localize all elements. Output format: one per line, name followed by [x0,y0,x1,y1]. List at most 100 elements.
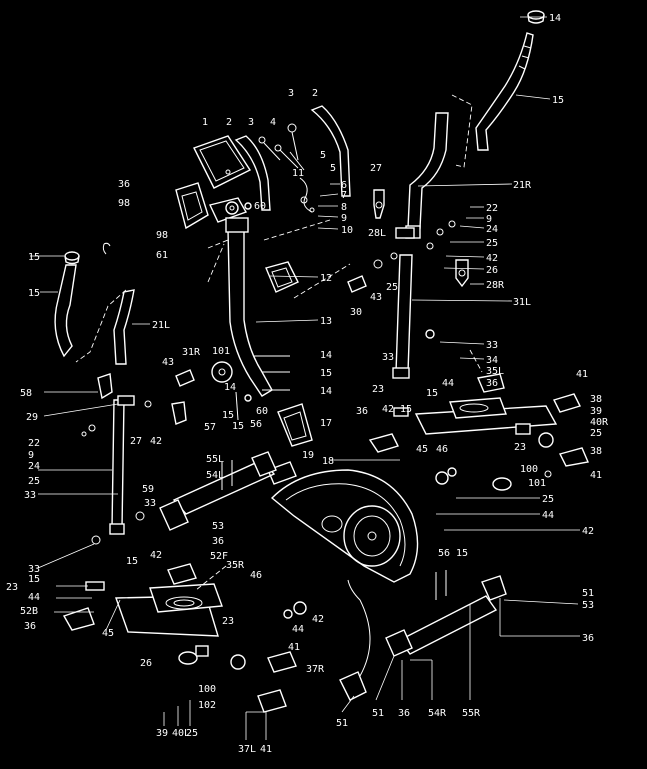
part-52B-rear-stabilizer [385,575,507,657]
callout-31R: 31L [513,297,531,308]
callout-53b: 56 [438,548,450,559]
callout-41c: 41 [288,642,300,653]
callout-30: 30 [350,307,362,318]
callout-50L: 52B [20,606,38,617]
callout-61: 101 [212,346,230,357]
callout-12: 12 [320,273,332,284]
callout-41b: 41 [590,470,602,481]
callout-27: 26 [486,265,498,276]
callout-9c: 9 [28,450,34,461]
callout-20b: 15 [28,288,40,299]
callout-25c: 25 [28,476,40,487]
part-12-clamp [265,261,299,293]
callout-36f: 36 [398,708,410,719]
callout-33c: 33 [486,340,498,351]
callout-5b: 5 [330,163,336,174]
callout-24b: 24 [28,461,40,472]
callout-36a: 36 [118,179,130,190]
callout-55R: 57 [204,422,216,433]
callout-21L: 21L [152,320,170,331]
callout-60a: 100 [520,464,538,475]
part-53-bolts [221,460,447,600]
part-18-link [267,461,297,485]
callout-33b: 33 [144,498,156,509]
part-16-cover [277,403,313,447]
callout-42d: 42 [150,550,162,561]
callout-59: 98 [118,198,130,209]
callout-23c: 23 [6,582,18,593]
callout-15f: 15 [456,548,468,559]
callout-15d: 15 [426,388,438,399]
callout-15g: 15 [126,556,138,567]
part-34-alignment [195,349,483,591]
callout-labels: 14 15 21R 31L 27 28R 22 9 24 25 42 26 28… [6,13,609,755]
callout-6: 6 [341,180,347,191]
callout-44: 43 [370,292,382,303]
callout-30b: 31R [182,347,201,358]
callout-39b: 40L [172,728,190,739]
callout-56b: 60 [256,406,268,417]
part-13-center-column [225,217,273,397]
callout-15a: 15 [320,368,332,379]
part-55-brackets [97,373,187,425]
callout-10: 10 [341,225,353,236]
callout-52B: 55R [462,708,481,719]
callout-5a: 5 [320,150,326,161]
part-52F-front-stabilizer [159,451,277,531]
callout-13: 13 [320,316,332,327]
callout-20: 15 [552,95,564,106]
callout-37L: 38 [590,446,602,457]
callout-17: 18 [322,456,334,467]
callout-57: 61 [156,250,168,261]
callout-25b: 25 [386,282,398,293]
callout-42b: 42 [150,436,162,447]
callout-53a: 55L [206,454,224,465]
part-35-pivots [368,373,505,453]
part-3-4-5-hardware [258,123,305,171]
part-31L-upright-left [109,399,125,535]
callout-49a: 51 [582,588,594,599]
callout-54L: 59 [142,484,154,495]
callout-2a: 2 [312,88,318,99]
callout-14a: 14 [224,382,236,393]
callout-15c: 15 [232,421,244,432]
callout-45b: 44 [28,592,40,603]
callout-3a: 3 [288,88,294,99]
callout-37R: 38 [590,394,602,405]
callout-40L: 37L [238,744,256,755]
callout-21R: 21R [513,180,532,191]
leader-lines [30,16,580,740]
callout-36b: 36 [212,536,224,547]
part-left-hardware [81,395,152,545]
callout-28R: 27 [370,163,382,174]
callout-33d: 33 [382,352,394,363]
part-47R-pedal-right [414,397,558,435]
part-40-pivot-blocks [257,651,297,713]
callout-46a: 45 [416,444,428,455]
callout-18: 19 [302,450,314,461]
callout-15h: 15 [28,574,40,585]
callout-38a: 39 [590,406,602,417]
callout-15e: 15 [400,404,412,415]
callout-36c: 36 [486,378,498,389]
part-28L-bracket [455,259,469,288]
callout-42c: 42 [382,404,394,415]
callout-14b: 14 [320,350,332,361]
callout-25e: 25 [186,728,198,739]
part-14-15-bolts [235,355,290,421]
part-20-handlebar-right [451,32,534,168]
callout-26b: 26 [140,658,152,669]
callout-45a: 44 [442,378,454,389]
callout-41a: 41 [576,369,588,380]
callout-31L: 33 [24,490,36,501]
callout-7: 7 [341,190,347,201]
part-19-cap-left [64,242,111,265]
callout-98b: 102 [198,700,216,711]
callout-43a: 42 [582,526,594,537]
callout-42: 42 [486,253,498,264]
callout-4: 4 [270,117,276,128]
part-57-cable [207,219,351,299]
part-28R-bracket [373,189,385,219]
part-21L-lower-arm-left [113,289,135,365]
part-50-pivots-left [62,563,197,631]
